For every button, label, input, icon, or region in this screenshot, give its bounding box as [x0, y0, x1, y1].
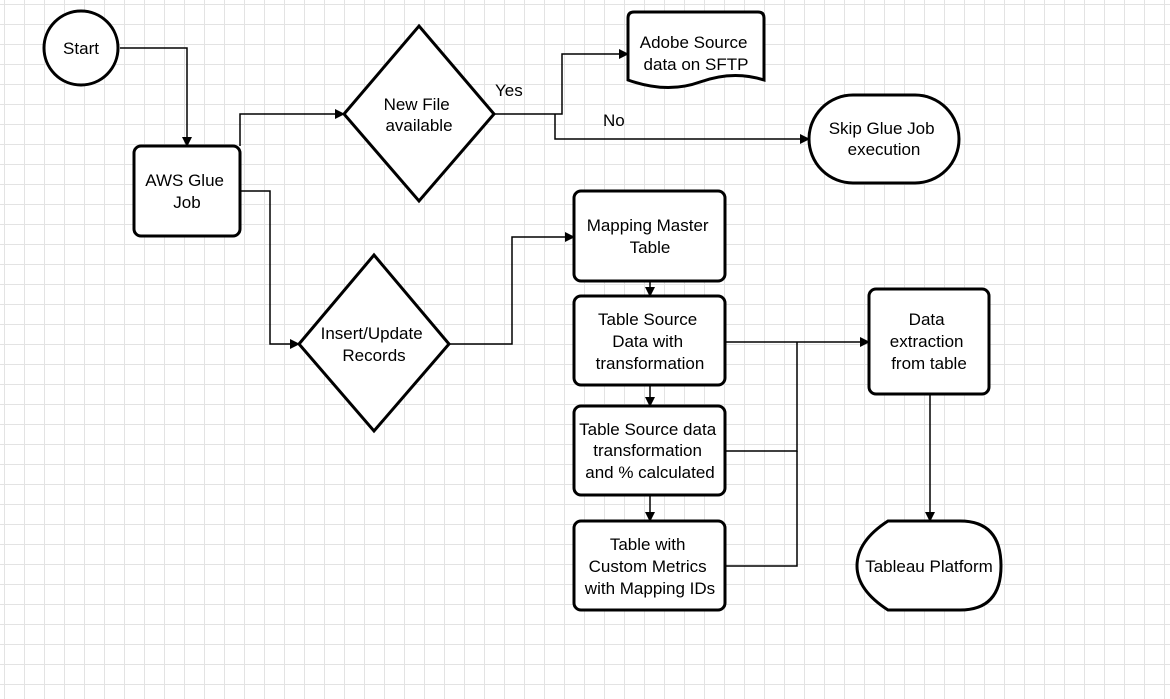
table-source-pct-label: Table Source data transformation and % c… [579, 420, 721, 482]
node-skip-glue-terminal: Skip Glue Job execution [807, 93, 961, 185]
edge-table-source-pct-to-data-extraction [725, 342, 798, 452]
data-extraction-label: Data extraction from table [890, 310, 968, 373]
node-data-extraction: Data extraction from table [867, 287, 991, 396]
node-custom-metrics-table: Table with Custom Metrics with Mapping I… [572, 519, 727, 612]
edge-glue-job-to-insert-update [240, 190, 300, 349]
node-mapping-master-table: Mapping Master Table [572, 189, 727, 283]
node-insert-update-decision: Insert/Update Records [297, 252, 451, 434]
edge-new-file-to-adobe-source [494, 49, 629, 115]
node-table-source-data: Table Source Data with transformation [572, 294, 727, 387]
node-start: Start [42, 9, 120, 87]
table-source-label: Table Source Data with transformation [596, 310, 705, 373]
custom-metrics-label: Table with Custom Metrics with Mapping I… [584, 535, 715, 598]
edge-glue-job-to-new-file [239, 109, 345, 146]
start-label: Start [63, 39, 99, 58]
new-file-label: New File available [384, 95, 455, 135]
node-tableau-platform: Tableau Platform [855, 519, 1003, 612]
tableau-label: Tableau Platform [865, 557, 993, 576]
skip-glue-label: Skip Glue Job execution [829, 119, 940, 159]
edge-custom-metrics-to-data-extraction [725, 451, 798, 567]
edges [120, 47, 935, 567]
edge-new-file-to-skip-glue [554, 114, 810, 144]
edge-start-to-glue-job [120, 47, 192, 147]
node-new-file-decision: New File available [342, 23, 496, 204]
node-aws-glue-job: AWS Glue Job [132, 144, 242, 238]
yes-edge-label: Yes [495, 81, 523, 100]
insert-update-label: Insert/Update Records [321, 324, 428, 365]
no-edge-label: No [603, 111, 625, 130]
edge-insert-update-to-mapping-master [449, 232, 575, 345]
node-table-source-pct: Table Source data transformation and % c… [572, 404, 727, 497]
adobe-source-label: Adobe Source data on SFTP [640, 33, 752, 74]
aws-glue-job-label: AWS Glue Job [145, 171, 228, 212]
mapping-master-label: Mapping Master Table [587, 216, 714, 257]
node-adobe-source-document: Adobe Source data on SFTP [626, 10, 766, 90]
